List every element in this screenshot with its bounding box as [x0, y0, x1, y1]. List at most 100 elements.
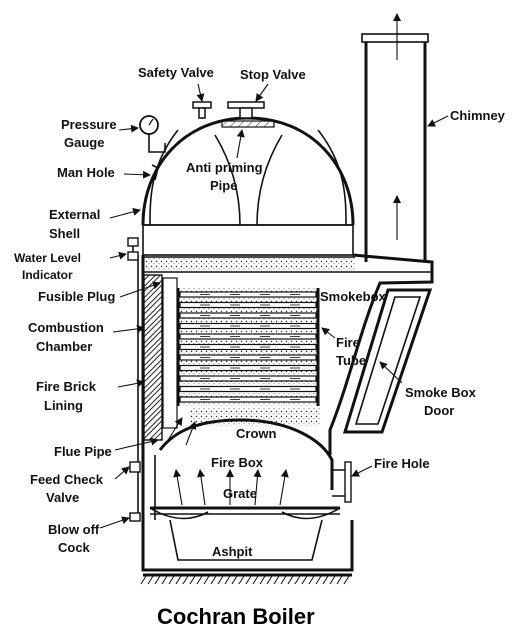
ground-hatch-line: [161, 575, 168, 585]
ground-hatch-line: [266, 575, 273, 585]
ground-hatch-line: [175, 575, 182, 585]
flue-pipe-arrows: [167, 417, 289, 506]
fire-tube: [179, 396, 317, 403]
chimney: [361, 13, 429, 262]
flue-pipe-pointer: [114, 437, 159, 451]
combustion-chamber-pointer: [112, 324, 145, 333]
anti-priming-pipe: [221, 120, 275, 128]
water-layer: [145, 257, 355, 271]
water-level-indicator: [127, 237, 139, 261]
label-fire-hole: Fire Hole: [374, 456, 430, 471]
ground-hatch-line: [301, 575, 308, 585]
feed-check-valve: [129, 461, 141, 473]
label-feed-check-2: Valve: [46, 490, 79, 505]
label-water-level-1: Water Level: [14, 251, 81, 265]
fire-tubes: [176, 288, 320, 406]
label-fire-tube-2: Tube: [336, 353, 366, 368]
ground-hatch-line: [280, 575, 287, 585]
label-anti-priming-2: Pipe: [210, 178, 237, 193]
ground-hatch-line: [329, 575, 336, 585]
label-grate: Grate: [223, 486, 257, 501]
ground-hatch-line: [343, 575, 350, 585]
ground-hatch-line: [336, 575, 343, 585]
fire-brick-lining: [143, 274, 163, 441]
label-feed-check-1: Feed Check: [30, 472, 104, 487]
fire-tube: [179, 291, 317, 298]
safety-valve: [192, 101, 212, 119]
ground-hatch-line: [252, 575, 259, 585]
fire-tube: [179, 385, 317, 393]
ground-hatch-line: [140, 575, 147, 585]
label-safety-valve: Safety Valve: [138, 65, 214, 80]
fire-tube: [179, 312, 317, 319]
feed-check-pointer: [114, 466, 130, 480]
fire-tube: [179, 301, 317, 309]
blow-off-pointer: [99, 516, 130, 529]
label-blow-off-1: Blow off: [48, 522, 100, 537]
safety-valve-pointer: [196, 83, 205, 102]
label-smoke-box-door-2: Door: [424, 403, 454, 418]
ground-hatch-line: [315, 575, 322, 585]
label-fire-brick-2: Lining: [44, 398, 83, 413]
ground-hatch-line: [154, 575, 161, 585]
blow-off-cock: [129, 512, 141, 522]
external-shell-pointer: [109, 207, 141, 219]
label-flue-pipe: Flue Pipe: [54, 444, 112, 459]
fire-brick-pointer: [117, 379, 145, 388]
ground-hatch-line: [217, 575, 224, 585]
label-smokebox: Smokebox: [320, 289, 387, 304]
ground-hatch-line: [203, 575, 210, 585]
label-smoke-box-door-1: Smoke Box: [405, 385, 477, 400]
label-fire-tube-1: Fire: [336, 335, 360, 350]
label-pressure-gauge-2: Gauge: [64, 135, 104, 150]
ground-hatch-line: [231, 575, 238, 585]
fire-tube: [179, 322, 317, 330]
chimney-pointer: [427, 115, 449, 127]
pressure-gauge-pointer: [118, 124, 139, 133]
smoke-box-door: [342, 288, 433, 434]
pressure-gauge: [139, 115, 166, 153]
label-crown: Crown: [236, 426, 277, 441]
ground-hatch-line: [189, 575, 196, 585]
fire-tube: [179, 333, 317, 340]
ground-hatch-line: [259, 575, 266, 585]
diagram-title: Cochran Boiler: [157, 604, 315, 629]
label-blow-off-2: Cock: [58, 540, 91, 555]
fire-hole: [332, 461, 352, 503]
grate: [149, 506, 341, 520]
fire-tube: [179, 354, 317, 361]
label-pressure-gauge-1: Pressure: [61, 117, 117, 132]
fire-tube: [179, 375, 317, 382]
label-combustion-1: Combustion: [28, 320, 104, 335]
label-combustion-2: Chamber: [36, 339, 92, 354]
man-hole: [151, 164, 159, 181]
anti-priming-pointer: [236, 129, 245, 159]
stop-valve: [227, 101, 265, 119]
ground-hatch-line: [147, 575, 154, 585]
ground-hatch-line: [308, 575, 315, 585]
ground-hatch-line: [196, 575, 203, 585]
label-ashpit: Ashpit: [212, 544, 253, 559]
ground-hatch-line: [224, 575, 231, 585]
label-water-level-2: Indicator: [22, 268, 73, 282]
ground-hatch-line: [182, 575, 189, 585]
label-man-hole: Man Hole: [57, 165, 115, 180]
ground-hatch-line: [168, 575, 175, 585]
label-external-shell-1: External: [49, 207, 100, 222]
combustion-chamber: [162, 277, 178, 429]
label-fusible-plug: Fusible Plug: [38, 289, 115, 304]
label-stop-valve: Stop Valve: [240, 67, 306, 82]
fusible-plug-pointer: [119, 281, 161, 298]
boiler-body: [143, 253, 434, 455]
ground-hatch-line: [322, 575, 329, 585]
fire-hole-pointer: [351, 465, 373, 477]
fire-tube: [179, 343, 317, 351]
man-hole-pointer: [123, 170, 151, 179]
ground-hatch-line: [287, 575, 294, 585]
label-external-shell-2: Shell: [49, 226, 80, 241]
ground-hatch-line: [273, 575, 280, 585]
label-fire-box: Fire Box: [211, 455, 264, 470]
label-fire-brick-1: Fire Brick: [36, 379, 97, 394]
